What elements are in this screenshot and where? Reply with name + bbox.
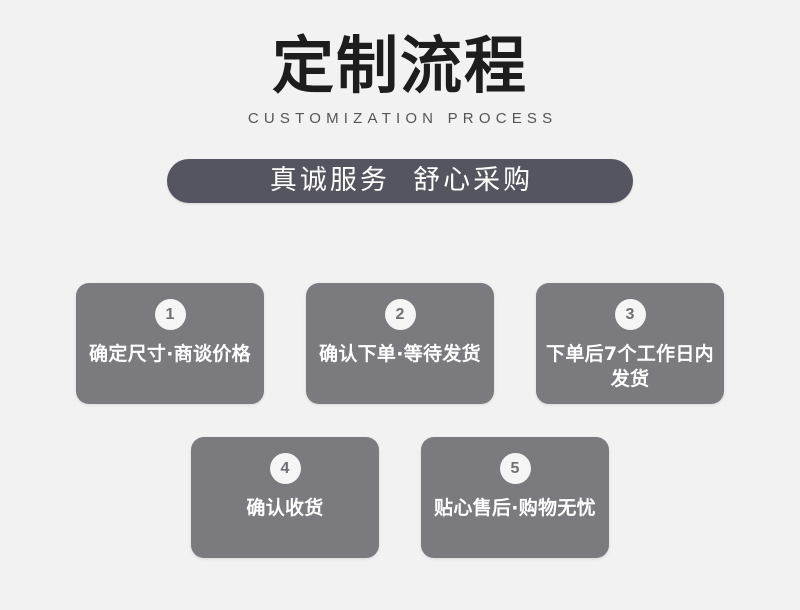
step-card-2[interactable]: 2 确认下单·等待发货	[306, 283, 494, 404]
step-label: 确认下单·等待发货	[319, 343, 481, 365]
slogan-text: 真诚服务 舒心采购	[269, 165, 534, 196]
step-number-badge: 3	[614, 299, 646, 330]
header: 定制流程 CUSTOMIZATION PROCESS	[0, 28, 800, 128]
step-label: 下单后7个工作日内发货	[546, 343, 714, 390]
steps-row-1: 1 确定尺寸·商谈价格 2 确认下单·等待发货 3 下单后7个工作日内发货	[0, 283, 800, 404]
step-card-4[interactable]: 4 确认收货	[191, 437, 379, 558]
step-card-5[interactable]: 5 贴心售后·购物无忧	[421, 437, 609, 558]
step-number-badge: 2	[384, 299, 416, 330]
steps-row-2: 4 确认收货 5 贴心售后·购物无忧	[0, 437, 800, 558]
slogan-pill: 真诚服务 舒心采购	[167, 159, 633, 203]
page-subtitle: CUSTOMIZATION PROCESS	[247, 110, 558, 127]
slogan-section: 真诚服务 舒心采购	[0, 159, 800, 203]
step-number-badge: 4	[269, 453, 301, 484]
step-card-1[interactable]: 1 确定尺寸·商谈价格	[76, 283, 264, 404]
step-number-badge: 5	[499, 453, 531, 484]
page-title: 定制流程	[271, 29, 528, 102]
step-label: 确认收货	[246, 497, 324, 519]
step-label: 贴心售后·购物无忧	[434, 497, 596, 519]
step-number-badge: 1	[154, 299, 186, 330]
step-card-3[interactable]: 3 下单后7个工作日内发货	[536, 283, 724, 404]
step-label: 确定尺寸·商谈价格	[89, 343, 251, 365]
steps-grid: 1 确定尺寸·商谈价格 2 确认下单·等待发货 3 下单后7个工作日内发货 4 …	[0, 283, 800, 558]
